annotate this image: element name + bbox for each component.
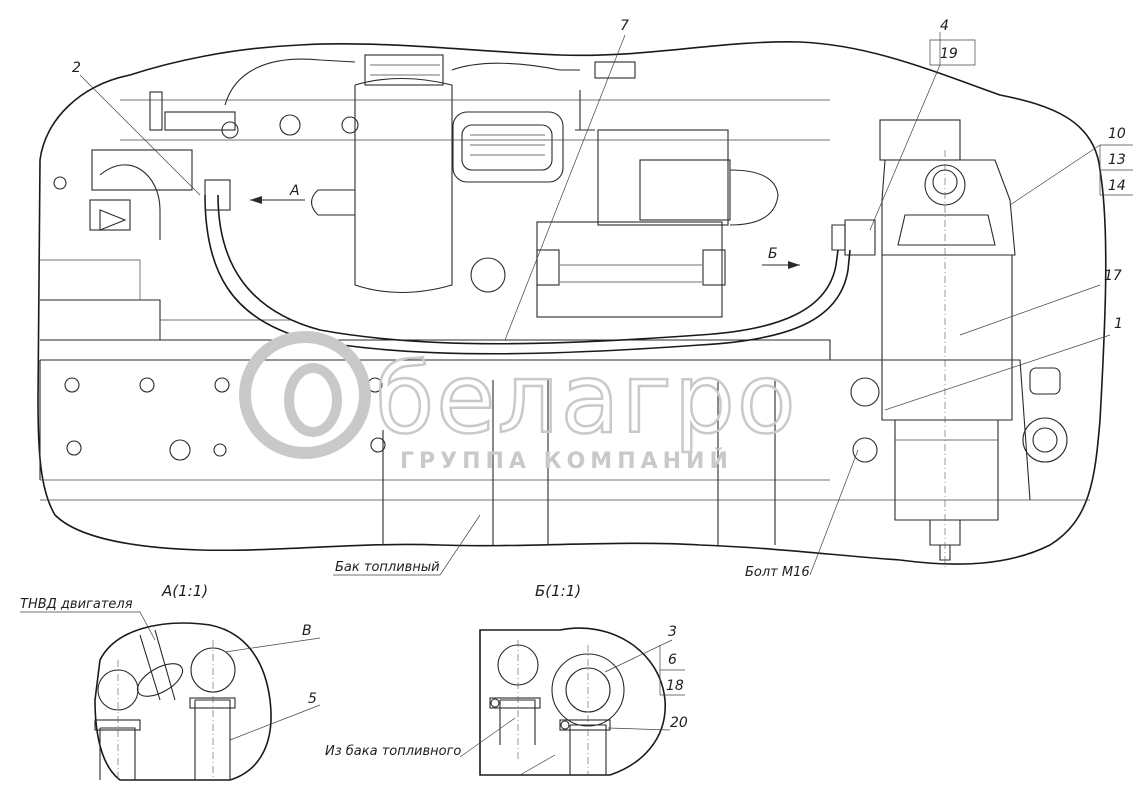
view-b-title: Б(1:1) — [535, 582, 581, 600]
watermark-tagline: ГРУППА КОМПАНИЙ — [400, 448, 733, 474]
callout-19: 19 — [940, 46, 958, 62]
watermark-logo — [239, 331, 371, 459]
view-a-outline — [94, 622, 272, 781]
callout-17: 17 — [1104, 268, 1122, 284]
detail-view-a — [20, 611, 321, 781]
label-fuel-tank: Бак топливный — [335, 560, 440, 575]
callout-v: В — [302, 623, 312, 639]
callout-3: 3 — [668, 624, 677, 640]
callout-6: 6 — [668, 652, 677, 668]
watermark: белагро ГРУППА КОМПАНИЙ — [239, 331, 798, 474]
callout-18: 18 — [666, 678, 684, 694]
callout-10: 10 — [1108, 126, 1126, 142]
detail-view-b — [459, 627, 685, 776]
callouts: 2 7 4 19 10 13 14 17 1 В 5 3 6 18 20 — [72, 18, 1126, 731]
callout-20: 20 — [670, 715, 688, 731]
watermark-brand: белагро — [375, 343, 798, 455]
callout-14: 14 — [1108, 178, 1126, 194]
label-from-tank: Из бака топливного — [325, 744, 461, 759]
callout-5: 5 — [308, 691, 317, 707]
label-bolt: Болт М16 — [745, 565, 810, 580]
main-assembly-view — [37, 32, 1133, 576]
labels: Бак топливный Болт М16 ТНВД двигателя Из… — [20, 183, 810, 759]
flow-arrow-a-label: А — [289, 183, 300, 199]
callout-2: 2 — [72, 60, 81, 76]
flow-arrow-b-label: Б — [768, 246, 778, 262]
view-b-outline — [479, 627, 666, 776]
label-injection-pump: ТНВД двигателя — [20, 597, 133, 612]
callout-13: 13 — [1108, 152, 1126, 168]
main-view-outline — [37, 41, 1107, 565]
callout-7: 7 — [620, 18, 629, 34]
view-a-title: А(1:1) — [161, 582, 208, 600]
callout-1: 1 — [1114, 316, 1123, 332]
callout-4: 4 — [940, 18, 949, 34]
